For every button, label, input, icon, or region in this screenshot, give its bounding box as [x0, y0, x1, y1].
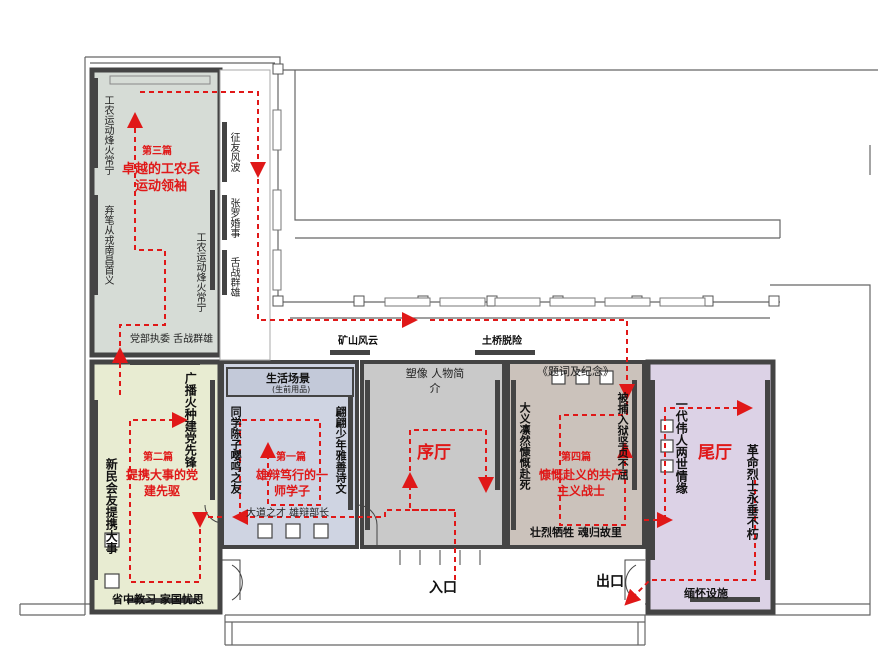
part3-tag: 第三篇: [142, 146, 172, 157]
epilogue-bottom: 缅怀设施: [684, 587, 728, 600]
route-part1-to-part2: [192, 512, 222, 528]
entrance-label: 入口: [429, 580, 457, 596]
room-part3: [89, 67, 223, 358]
part4-title: 慷慨赴义的共产主义战士: [538, 468, 623, 498]
part3-inner-wall: [109, 75, 211, 85]
route-part3-loop: [119, 112, 166, 355]
corridor-side3: 舌战群雄: [228, 257, 239, 297]
part2-col2: 新民会友提携大事: [104, 458, 119, 554]
part1-col-right: 翩翩少年雅善诗文: [334, 406, 348, 494]
route-corridor-down: [257, 170, 418, 328]
route-epilogue-down: [624, 480, 756, 606]
part3-bottom: 党部执委 舌战群雄: [130, 334, 214, 345]
part3-col3: 工农运动烽火常宁: [194, 232, 205, 312]
prelude-above-label: 矿山风云: [338, 336, 378, 347]
windows: [272, 109, 706, 307]
epilogue-col-right: 革命烈士永垂不朽: [745, 444, 760, 540]
part2-bottom: 省中教习 家国忧思: [112, 593, 204, 606]
part2-tag: 第二篇: [143, 452, 173, 463]
corridor-side2: 张罗婚事: [228, 198, 239, 238]
epilogue-name: 尾厅: [698, 443, 732, 463]
part4-bottom: 壮烈牺牲 魂归故里: [530, 526, 622, 539]
part2-title: 提携大事的党建先驱: [125, 468, 198, 498]
epilogue-col-left: 一代伟人两世情缘: [674, 398, 689, 494]
part1-bottom: 大道之才 雄辩部长: [246, 508, 330, 519]
route-part1-loop: [239, 419, 321, 517]
route-part4-loop: [559, 392, 633, 526]
corridor-strip: [219, 69, 271, 361]
prelude-top: 塑像 人物简介: [405, 367, 465, 396]
part3-col1: 工农运动烽火常宁: [102, 95, 113, 175]
part3-col2: 弃笔从戎南昌首义: [102, 205, 113, 285]
part4-tag: 第四篇: [561, 452, 591, 463]
prelude-name: 序厅: [417, 443, 451, 463]
part1-tag: 第一篇: [276, 452, 306, 463]
doors: [204, 504, 645, 601]
route-corridor-to-part4: [430, 319, 635, 400]
part3-title: 卓越的工农兵运动领袖: [121, 162, 200, 194]
part4-col-right: 被捕入狱坚贞不屈: [616, 392, 630, 480]
corridor-side1: 征友风波: [228, 132, 239, 172]
part4-col-left: 大义凛然慷慨赴死: [518, 402, 532, 490]
part4-top: 《题词及纪念》: [537, 365, 614, 378]
room-epilogue: [645, 359, 776, 615]
route-prelude-to-part1: [232, 509, 455, 525]
route-part2-loop: [129, 412, 201, 583]
route-epilogue-loop: [664, 400, 753, 520]
route-entrance-to-prelude: [402, 472, 456, 580]
part1-col-left: 同学陈子嘤鸣之友: [229, 406, 243, 494]
route-part3-top: [140, 91, 266, 178]
part1-header-title: 生活场景: [266, 372, 310, 385]
part1-title: 雄辩笃行的一师学子: [255, 468, 328, 498]
part2-col1: 广播火种建党先锋: [183, 372, 198, 468]
part1-header-sub: (生前用品): [272, 385, 311, 394]
scene-box: [226, 367, 354, 397]
display-panels: [93, 78, 770, 603]
route-prelude-loop: [409, 429, 494, 493]
building-outline: [19, 56, 878, 646]
part4-above-label: 土桥脱险: [482, 336, 522, 347]
exit-label: 出口: [596, 574, 624, 590]
